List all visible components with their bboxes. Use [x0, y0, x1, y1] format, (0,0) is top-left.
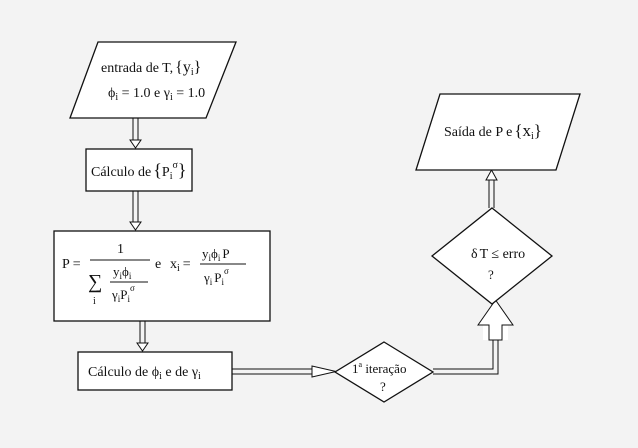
calc-coeffs-label: Cálculo de ϕi e de γi — [88, 365, 201, 382]
calc-coeffs-node: Cálculo de ϕi e de γi — [77, 351, 233, 391]
output-parallelogram — [415, 93, 581, 171]
connector-error-to-output — [485, 168, 498, 208]
connector-calc-to-formula — [129, 191, 142, 231]
error-check-question: ? — [488, 267, 494, 282]
formula-inner-numerator: yiϕi — [113, 264, 132, 281]
connector-input-to-calc — [129, 118, 142, 149]
formula-p-lhs: P = — [62, 257, 81, 272]
connector-formula-to-coeffs — [136, 321, 149, 352]
formula-inner-denominator: γiPiσ — [111, 283, 135, 304]
first-iteration-question: ? — [380, 379, 386, 394]
connector-coeffs-to-iteration — [232, 365, 337, 378]
calc-coeffs-box — [77, 351, 233, 391]
input-line2: ϕi = 1.0 e γi = 1.0 — [108, 86, 205, 103]
output-label: Saída de P e{xi} — [444, 121, 542, 142]
error-check-diamond — [430, 207, 554, 305]
output-node: Saída de P e{xi} — [415, 93, 581, 171]
first-iteration-node: 1a iteração ? — [333, 341, 435, 403]
formula-sum-index: i — [93, 296, 96, 307]
input-line1: entrada de T,{yi} — [101, 59, 201, 78]
formula-sum-symbol: ∑ — [88, 271, 102, 293]
formula-box — [53, 230, 271, 322]
input-parallelogram — [69, 41, 237, 119]
calc-psat-node: Cálculo de{Piσ} — [85, 148, 193, 192]
first-iteration-diamond — [333, 341, 435, 403]
calc-psat-label: Cálculo de{Piσ} — [91, 160, 187, 182]
first-iteration-line1: 1a iteração — [352, 360, 406, 376]
calc-psat-box — [85, 148, 193, 192]
connector-iteration-to-error — [433, 299, 514, 375]
formula-conjunction: e — [155, 257, 161, 272]
formula-numerator: 1 — [117, 242, 124, 257]
input-node: entrada de T,{yi} ϕi = 1.0 e γi = 1.0 — [69, 41, 237, 119]
formula-x-lhs: xi= — [170, 257, 191, 274]
